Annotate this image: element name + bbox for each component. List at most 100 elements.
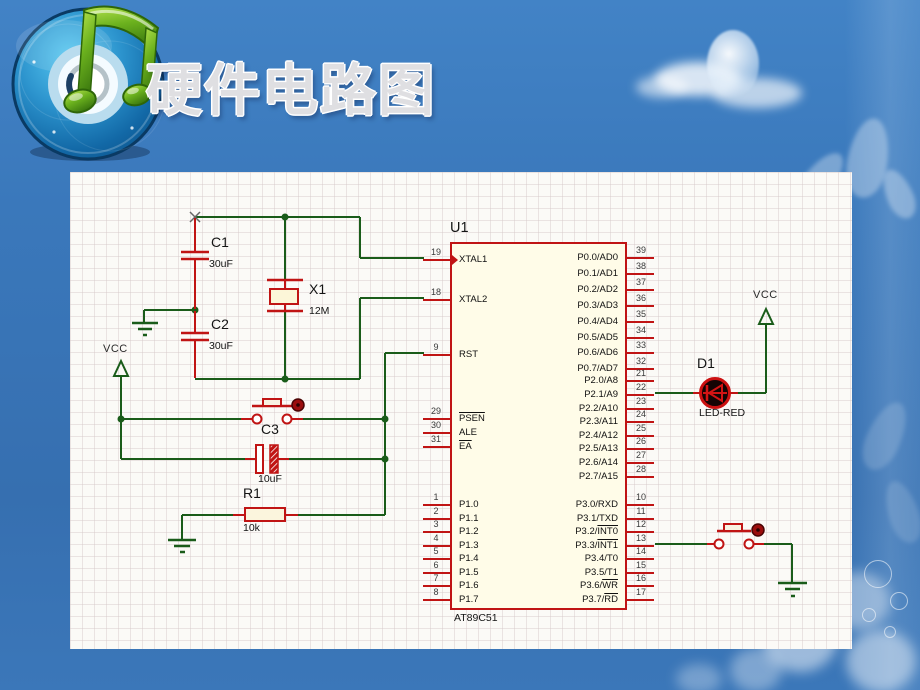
schematic-drawing <box>112 211 807 598</box>
pin-wire <box>627 572 654 574</box>
no-connect-x-icon <box>189 211 201 223</box>
chip-pin-row: 32 P0.7/AD7 <box>452 356 654 376</box>
pin-label: P1.1 <box>459 513 479 524</box>
pin-label: P2.7/A15 <box>578 471 618 482</box>
pin-number: 2 <box>433 506 439 516</box>
component-value-d1: LED-RED <box>699 407 746 419</box>
pin-label: P0.7/AD7 <box>577 363 618 374</box>
ground-symbol <box>778 581 807 598</box>
slide-title: 硬件电路图 <box>146 59 436 122</box>
schematic-panel: U1 19 XTAL1 18 XTAL2 <box>70 172 852 649</box>
pin-wire <box>423 299 450 301</box>
pin-number: 33 <box>635 340 646 350</box>
pin-wire <box>423 518 450 520</box>
wire-nets <box>120 216 793 583</box>
pin-wire <box>627 321 654 323</box>
pin-label: P0.0/AD0 <box>577 252 618 263</box>
pin-label: PSEN <box>459 413 485 424</box>
component-value-r1: 10k <box>243 522 260 534</box>
pin-wire <box>627 394 654 396</box>
chip-pin-row: 16 P3.6/WR <box>452 573 654 593</box>
pin-label: P2.4/A12 <box>578 430 618 441</box>
pin-label: P3.5/T1 <box>584 567 618 578</box>
pin-number: 18 <box>430 287 441 297</box>
flower-decoration <box>730 648 782 690</box>
pin-wire <box>627 421 654 423</box>
led-d1-symbol <box>693 377 738 409</box>
component-value-c3: 10uF <box>258 473 282 485</box>
component-ref-x1: X1 <box>309 281 327 297</box>
chip-pin-row: 25 P2.4/A12 <box>452 423 654 443</box>
chip-pin-row: 11 P3.1/TXD <box>452 506 654 526</box>
pin-wire <box>627 476 654 478</box>
pin-number: 21 <box>635 368 646 378</box>
pin-number: 1 <box>433 492 439 502</box>
chip-pin-row: 7 P1.6 <box>423 573 625 593</box>
app-logo <box>6 0 170 164</box>
pin-wire <box>627 352 654 354</box>
chip-pin-row: 26 P2.5/A13 <box>452 436 654 456</box>
pin-label: P3.0/RXD <box>575 499 618 510</box>
chip-pin-row: 31 EA <box>423 434 625 454</box>
pin-label: P2.3/A11 <box>579 416 618 427</box>
pin-number: 10 <box>635 492 646 502</box>
chip-pin-row: 10 P3.0/RXD <box>452 492 654 512</box>
pin-wire <box>423 418 450 420</box>
pin-number: 36 <box>635 293 646 303</box>
pin-wire <box>423 545 450 547</box>
pin-wire <box>627 273 654 275</box>
pin-label: P2.5/A13 <box>578 443 618 454</box>
chip-pin-row: 35 P0.4/AD4 <box>452 309 654 329</box>
pin-label: P1.3 <box>459 540 479 551</box>
vcc-label: VCC <box>753 289 778 301</box>
chip-pin-row: 13 P3.3/INT1 <box>452 533 654 553</box>
pin-label: P0.2/AD2 <box>577 284 618 295</box>
pin-number: 15 <box>635 560 646 570</box>
pin-number: 38 <box>635 261 646 271</box>
pin-number: 25 <box>635 423 646 433</box>
pin-wire <box>423 446 450 448</box>
chip-pin-row: 5 P1.4 <box>423 546 625 566</box>
pin-label: P3.2/INT0 <box>575 526 618 537</box>
pin-label: P0.4/AD4 <box>577 316 618 327</box>
component-value-c1: 30uF <box>209 258 233 270</box>
resistor-r1 <box>233 507 298 522</box>
pin-number: 37 <box>635 277 646 287</box>
pin-wire <box>627 504 654 506</box>
chip-pin-row: 19 XTAL1 <box>423 247 625 267</box>
chip-pin-row: 39 P0.0/AD0 <box>452 245 654 265</box>
pin-number: 8 <box>433 587 439 597</box>
pin-label: P2.0/A8 <box>584 375 618 386</box>
pin-label: ALE <box>459 427 477 438</box>
pin-label: P1.2 <box>459 526 479 537</box>
moon-decoration <box>707 30 759 98</box>
pin-wire <box>423 585 450 587</box>
chip-pin-row: 24 P2.3/A11 <box>452 409 654 429</box>
pin-label: P3.6/WR <box>579 580 618 591</box>
pin-label: P1.7 <box>459 594 479 605</box>
component-ref-c2: C2 <box>211 316 229 332</box>
pin-label: RST <box>459 349 478 360</box>
pin-label: P2.2/A10 <box>578 403 618 414</box>
pin-wire <box>423 354 450 356</box>
chip-pin-row: 34 P0.5/AD5 <box>452 325 654 345</box>
pin-number: 14 <box>635 546 646 556</box>
leaf-decoration <box>876 164 920 224</box>
pin-number: 11 <box>636 506 646 516</box>
pin-wire <box>627 289 654 291</box>
pin-number: 30 <box>430 420 441 430</box>
pin-wire <box>627 585 654 587</box>
bubble-decoration <box>864 560 892 588</box>
pin-number: 22 <box>635 382 646 392</box>
component-ref-d1: D1 <box>697 355 715 371</box>
vcc-label: VCC <box>103 343 128 355</box>
pin-label: P0.6/AD6 <box>577 347 618 358</box>
chip-part-number: AT89C51 <box>454 612 498 624</box>
chip-body-u1: 19 XTAL1 18 XTAL2 9 RST <box>423 242 654 610</box>
component-value-c2: 30uF <box>209 340 233 352</box>
pin-number: 12 <box>635 519 646 529</box>
leaf-decoration <box>854 396 916 476</box>
pin-number: 16 <box>635 573 646 583</box>
pin-wire <box>423 432 450 434</box>
chip-pin-row: 33 P0.6/AD6 <box>452 340 654 360</box>
